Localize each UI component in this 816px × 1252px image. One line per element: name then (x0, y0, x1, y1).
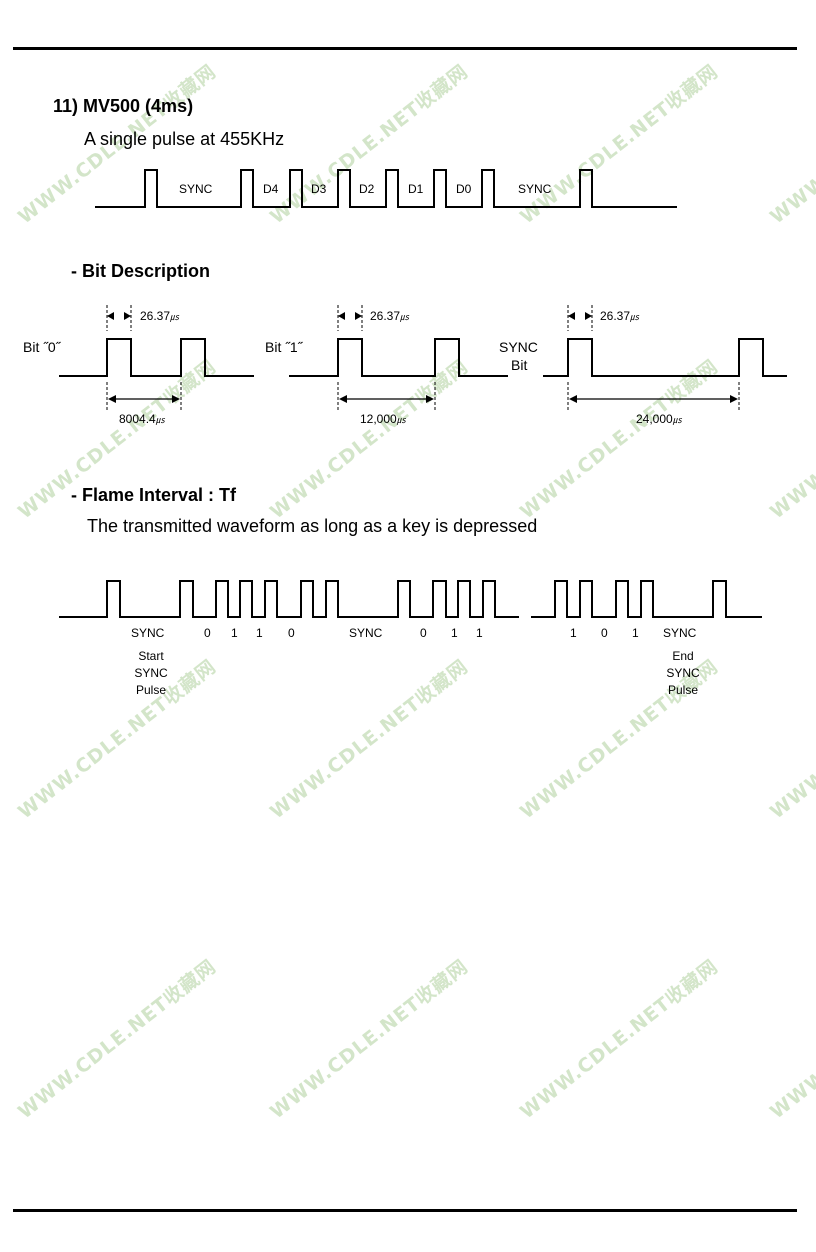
bottom-rule (13, 1209, 797, 1212)
flame-label: 1 (570, 626, 577, 640)
section-subtitle: A single pulse at 455KHz (84, 129, 285, 149)
sync-bit-label-line1: SYNC (499, 339, 538, 355)
flame-label: 1 (231, 626, 238, 640)
bit0-label: Bit ˝0˝ (23, 339, 61, 355)
flame-label: 0 (288, 626, 295, 640)
flame-label: 1 (256, 626, 263, 640)
flame-interval-heading: - Flame Interval : Tf (71, 485, 237, 505)
bit1-pulse-width: 26.37㎲ (370, 309, 410, 323)
bit0-waveform (59, 338, 254, 377)
end-note-line: Pulse (667, 683, 699, 697)
end-sync-pulse-note: End SYNC Pulse (666, 648, 699, 699)
section-title: 11) MV500 (4ms) (53, 96, 194, 116)
flame-waveform-1 (59, 580, 519, 618)
bit1-period: 12,000㎲ (360, 412, 406, 426)
sync-waveform (543, 338, 787, 377)
sync-period: 24,000㎲ (636, 412, 682, 426)
frame-label-sync-start: SYNC (179, 182, 213, 196)
frame-label-d3: D3 (311, 182, 327, 196)
flame-label: 0 (601, 626, 608, 640)
end-note-line: SYNC (666, 666, 700, 680)
frame-label-d0: D0 (456, 182, 472, 196)
flame-label: SYNC (131, 626, 165, 640)
frame-label-sync-end: SYNC (518, 182, 552, 196)
sync-bit-label-line2: Bit (511, 357, 528, 373)
flame-label: 1 (451, 626, 458, 640)
flame-label: 0 (420, 626, 427, 640)
start-note-line: Start (138, 649, 164, 663)
flame-label: SYNC (663, 626, 697, 640)
frame-label-d1: D1 (408, 182, 424, 196)
start-note-line: Pulse (135, 683, 167, 697)
bit0-pulse-width: 26.37㎲ (140, 309, 180, 323)
flame-label: 1 (476, 626, 483, 640)
start-sync-pulse-note: Start SYNC Pulse (134, 648, 167, 699)
sync-pulse-width: 26.37㎲ (600, 309, 640, 323)
bit-description-heading: - Bit Description (71, 261, 211, 281)
start-note-line: SYNC (134, 666, 168, 680)
frame-label-d2: D2 (359, 182, 375, 196)
flame-waveform-2 (531, 580, 762, 618)
flame-label: 1 (632, 626, 639, 640)
bit0-period: 8004.4㎲ (119, 412, 165, 426)
bit1-waveform (289, 338, 508, 377)
end-note-line: End (672, 649, 694, 663)
top-rule (13, 47, 797, 50)
frame-label-d4: D4 (263, 182, 279, 196)
frame-waveform (95, 169, 677, 208)
flame-label: SYNC (349, 626, 383, 640)
flame-label: 0 (204, 626, 211, 640)
flame-interval-description: The transmitted waveform as long as a ke… (87, 516, 538, 536)
bit1-label: Bit ˝1˝ (265, 339, 303, 355)
